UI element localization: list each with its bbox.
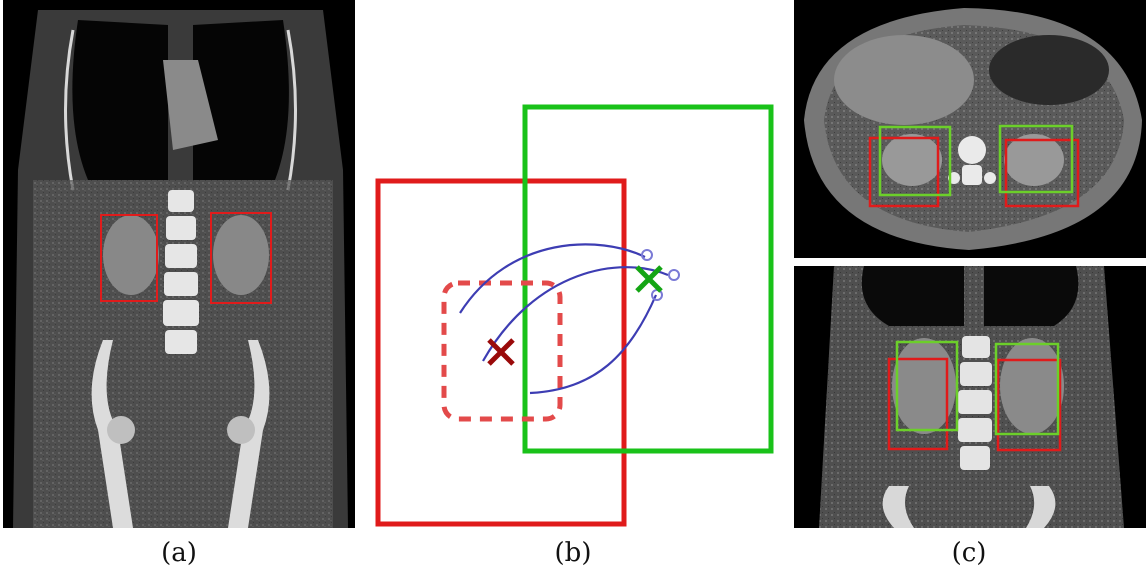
circle-arrowhead-icon: [641, 249, 653, 261]
axial-ct-image: [794, 0, 1146, 258]
ground-truth-box-right-kidney: [868, 136, 940, 208]
target-center-cross-mark-icon: [487, 338, 515, 366]
coronal-ct-image: [3, 0, 355, 528]
anchor-box-dashed: [441, 280, 563, 422]
ground-truth-box: [375, 178, 627, 527]
predicted-box: [522, 104, 774, 454]
caption-c: (c): [951, 538, 987, 568]
ground-truth-box-left-kidney: [210, 212, 272, 304]
panel-c-axial-scan: [794, 0, 1146, 258]
panel-c-coronal-scan: [794, 266, 1146, 528]
panel-b-diagram: [360, 95, 790, 535]
ground-truth-box-left-kidney: [1004, 138, 1080, 208]
predicted-box-left-kidney: [998, 124, 1074, 194]
box-regression-diagram: [375, 104, 774, 527]
predicted-box-right-kidney: [878, 125, 952, 197]
ground-truth-box-right-kidney: [100, 214, 158, 302]
regression-arrow-middle: [482, 266, 669, 362]
detection-center-cross-mark-icon: [635, 265, 663, 293]
regression-arrow-bottom: [529, 294, 658, 395]
panel-a-coronal-scan: [3, 0, 355, 528]
predicted-box-right-kidney: [895, 340, 959, 432]
caption-b: (b): [554, 538, 592, 568]
circle-arrowhead-icon: [668, 269, 680, 281]
caption-a: (a): [161, 538, 197, 568]
ground-truth-box-right-kidney: [887, 357, 949, 451]
predicted-box-left-kidney: [994, 342, 1060, 436]
ground-truth-box-left-kidney: [996, 358, 1062, 452]
regression-arrow-top: [459, 243, 646, 314]
coronal-crop-ct-image: [794, 266, 1146, 528]
